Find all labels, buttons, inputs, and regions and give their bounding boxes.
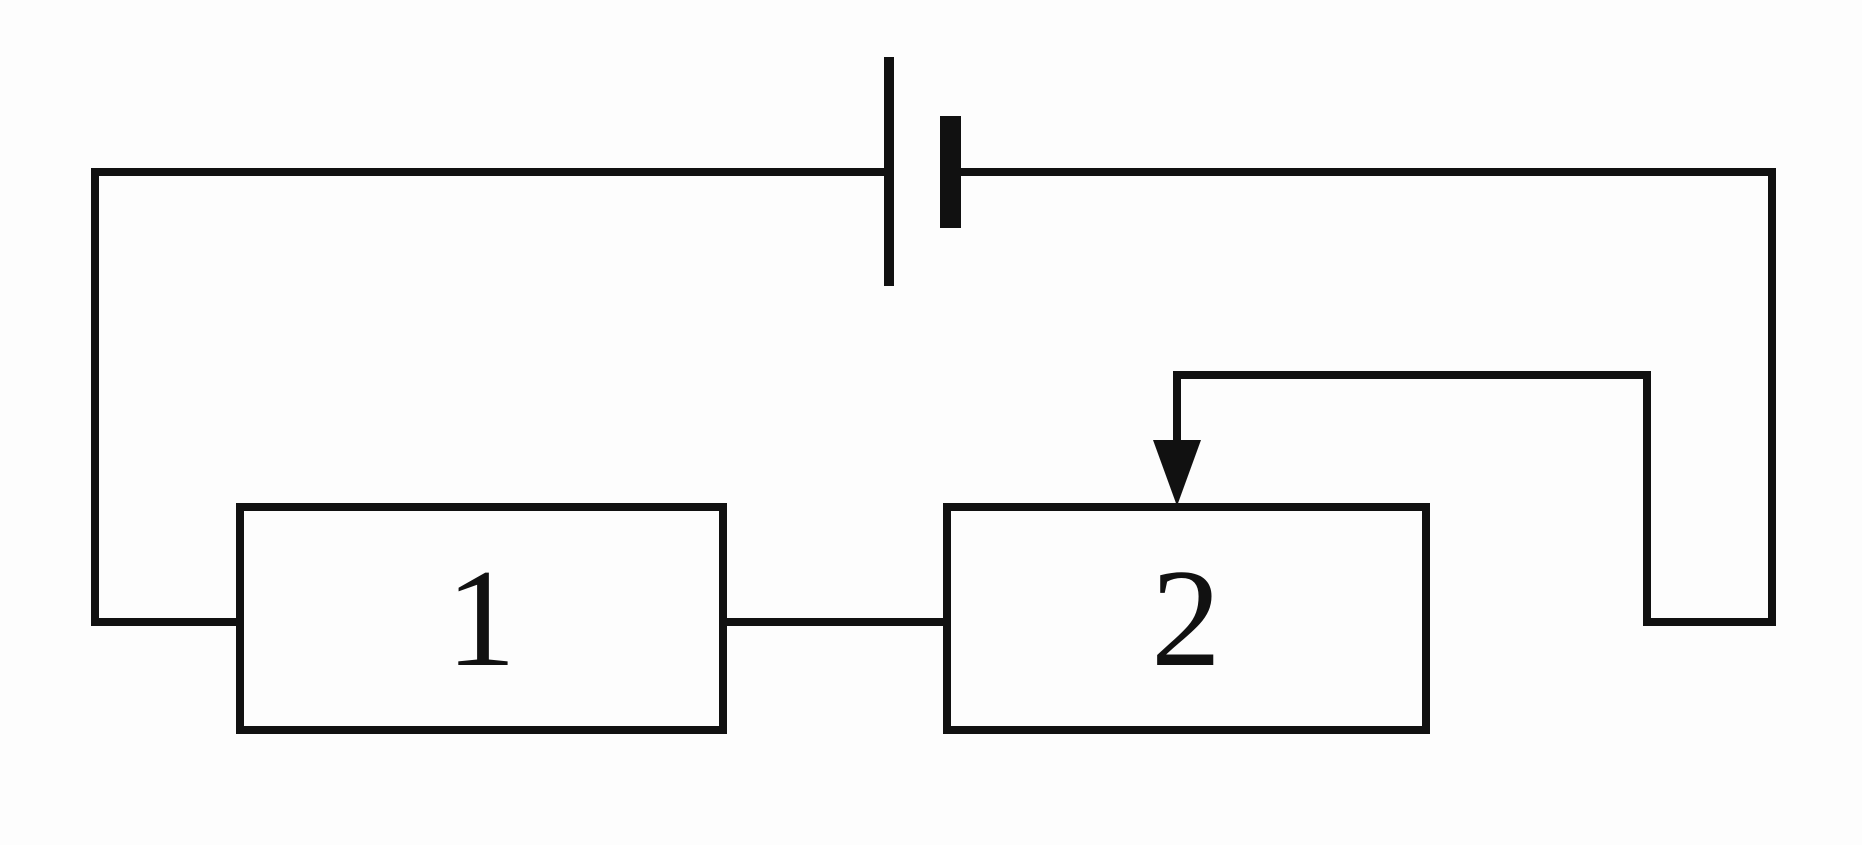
component-1-label: 1 — [446, 541, 516, 696]
component-1: 1 — [236, 503, 727, 734]
component-2: 2 — [943, 503, 1430, 734]
battery-long-plate — [884, 57, 894, 286]
component-1-box — [236, 503, 727, 734]
slider-arrow-icon — [1153, 440, 1201, 506]
battery-short-plate — [940, 116, 961, 228]
component-2-label: 2 — [1151, 541, 1221, 696]
wire-battery-to-component-1 — [91, 168, 884, 626]
battery-cell — [884, 57, 961, 286]
wire-battery-to-slider — [961, 168, 1776, 626]
component-2-box — [943, 503, 1430, 734]
